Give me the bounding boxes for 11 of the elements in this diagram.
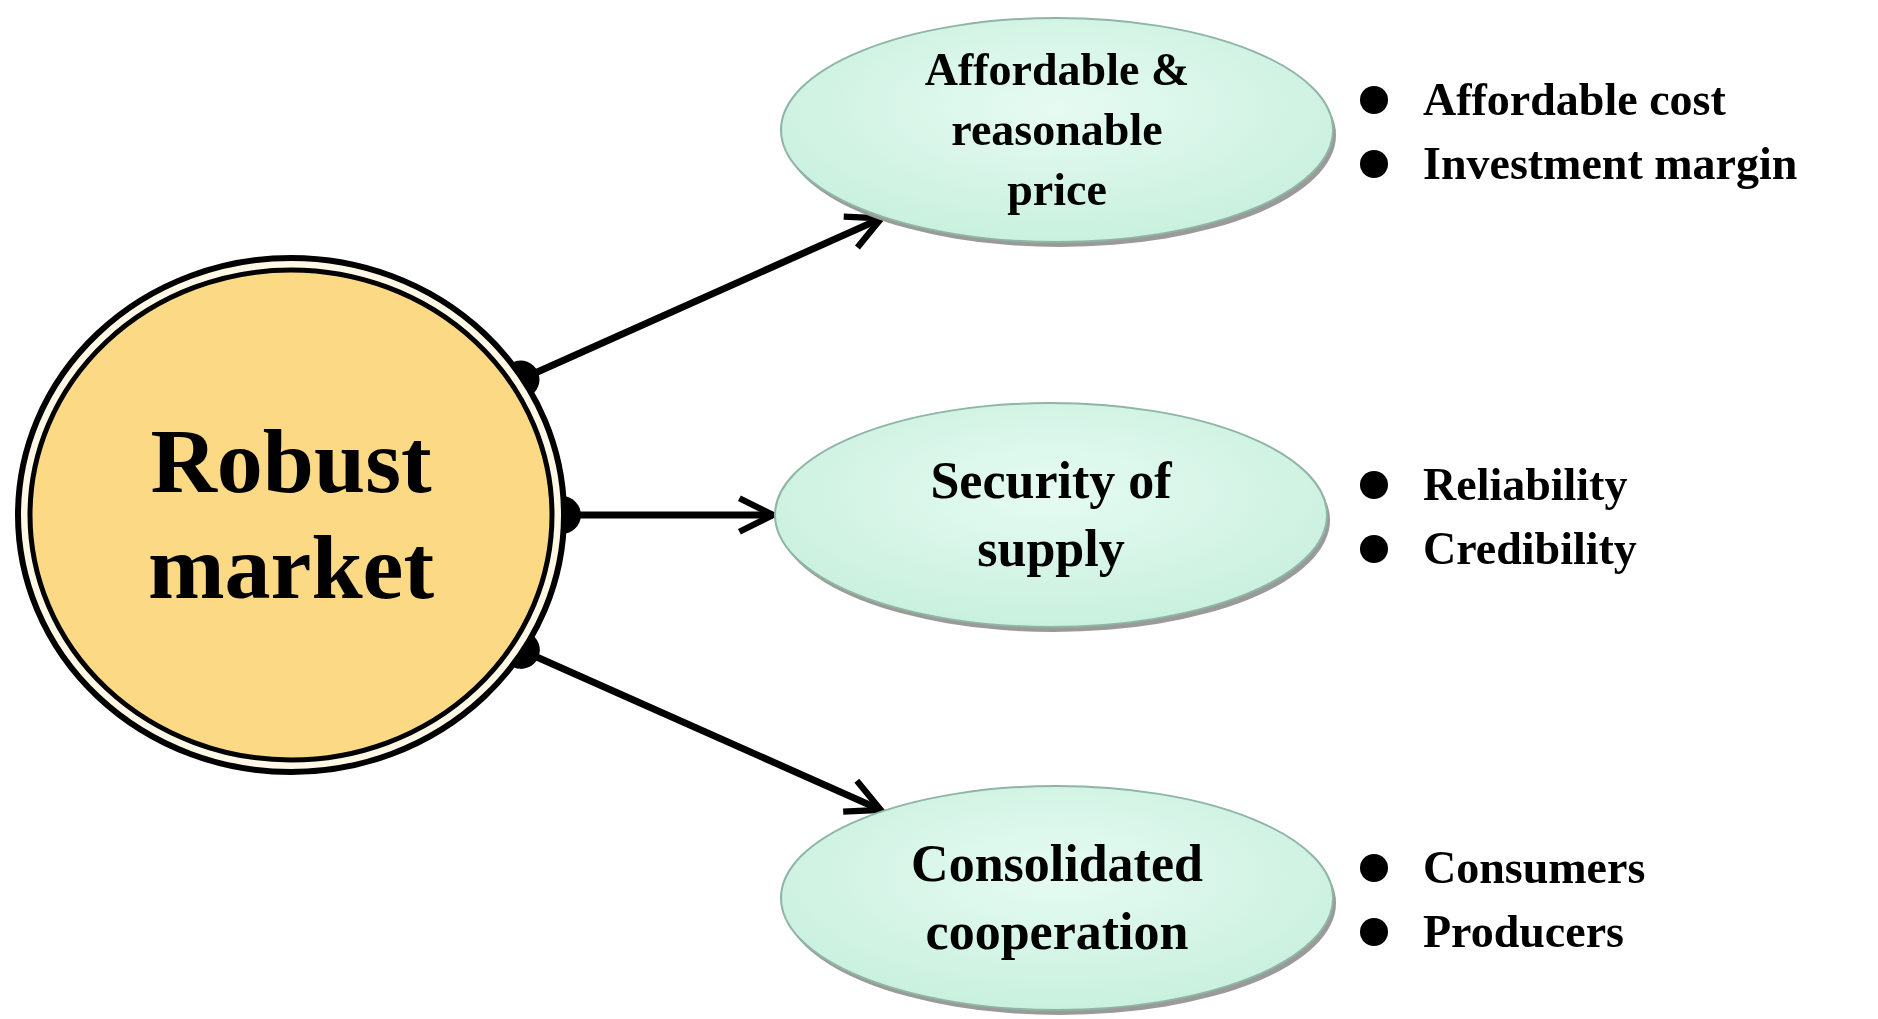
bullet-text: Investment margin (1423, 137, 1798, 191)
bullet-text: Affordable cost (1423, 73, 1726, 127)
bullet-text: Producers (1423, 905, 1624, 959)
bullet-text: Consumers (1423, 841, 1646, 895)
node-label: Affordable & reasonable price (923, 43, 1191, 217)
bullet-text: Reliability (1423, 458, 1628, 512)
bullet-text: Credibility (1423, 522, 1637, 576)
node-label: Security of supply (929, 451, 1173, 579)
node-label: Robust market (146, 409, 436, 620)
circle-node (14, 254, 568, 776)
node-label: Consolidated cooperation (910, 834, 1204, 962)
